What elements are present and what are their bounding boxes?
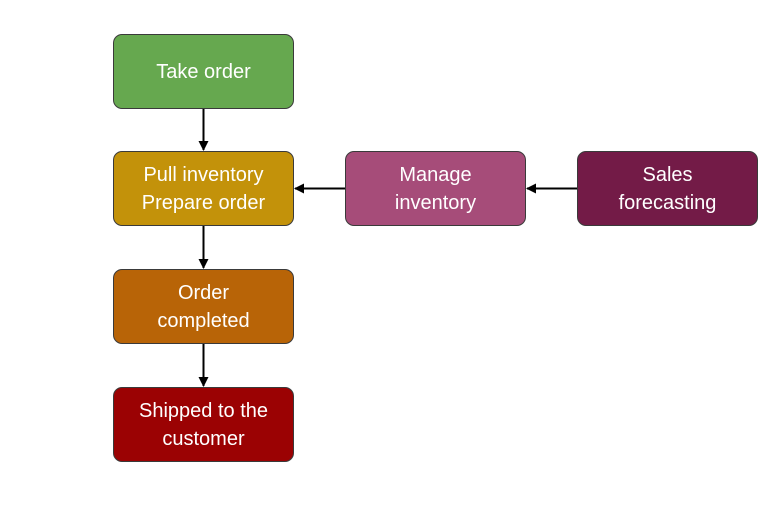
node-label: Pull inventory (143, 163, 264, 186)
node-pull-inventory: Pull inventory Prepare order (113, 151, 294, 226)
node-label: Order (177, 281, 230, 304)
node-label: Manage (399, 163, 472, 186)
node-order-completed: Order completed (113, 269, 294, 344)
node-label: Sales (642, 163, 693, 186)
node-label: completed (157, 309, 250, 332)
node-label: Take order (156, 60, 251, 83)
node-label: Prepare order (141, 191, 266, 214)
node-take-order: Take order (113, 34, 294, 109)
node-label: forecasting (618, 191, 717, 214)
node-manage-inventory: Manage inventory (345, 151, 526, 226)
node-sales-forecasting: Sales forecasting (577, 151, 758, 226)
node-shipped: Shipped to the customer (113, 387, 294, 462)
node-label: inventory (394, 191, 477, 214)
node-label: customer (162, 427, 245, 450)
node-label: Shipped to the (139, 399, 268, 422)
